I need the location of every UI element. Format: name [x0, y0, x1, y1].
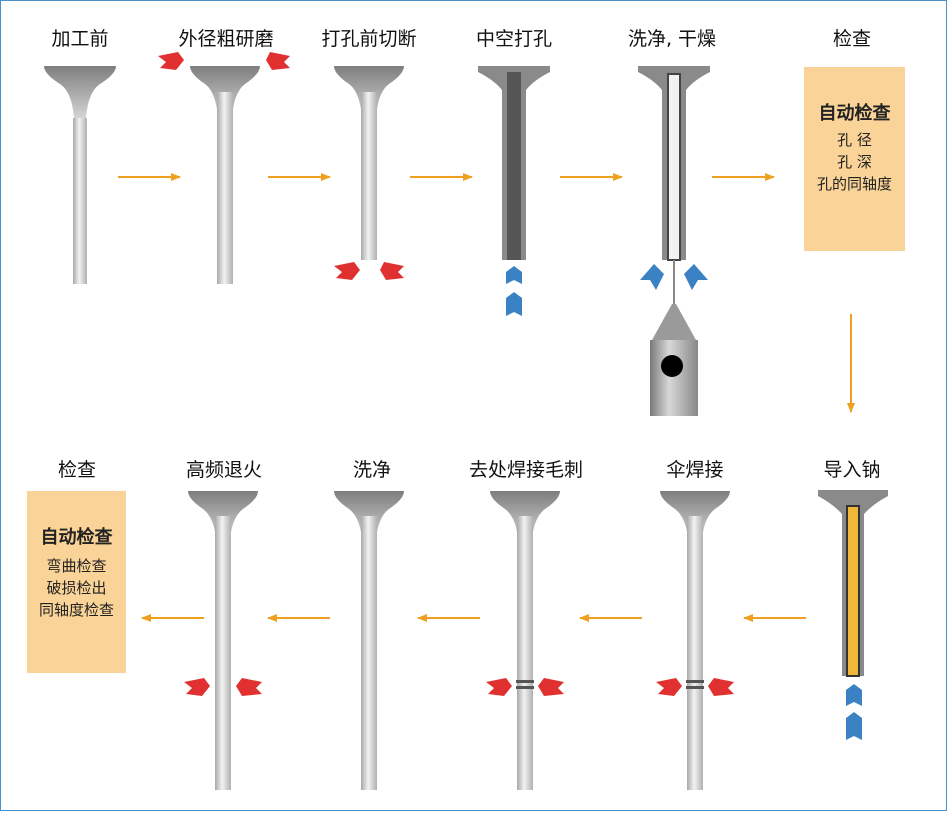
valve-welded-7 — [660, 491, 730, 790]
red-anneal-left — [184, 678, 210, 696]
valve-deburr-8 — [490, 491, 560, 790]
inspection-title: 自动检查 — [818, 103, 891, 124]
air-nozzle-body — [650, 304, 698, 416]
step-label-hf-annealing: 高频退火 — [185, 459, 263, 481]
valve-blank-1 — [44, 66, 116, 284]
inspection-item: 孔的同轴度 — [816, 175, 892, 193]
inspection-item: 同轴度检查 — [38, 601, 114, 619]
step-label-deburring: 去处焊接毛刺 — [468, 459, 584, 481]
red-cutter-right — [380, 262, 404, 280]
red-weld-left — [656, 678, 682, 696]
red-anneal-right — [236, 678, 262, 696]
blue-sodium-2 — [846, 712, 862, 740]
inspection-box-bottom: 自动检查 弯曲检查 破损检出 同轴度检查 — [27, 491, 126, 673]
step-label-inspect-top: 检查 — [832, 28, 872, 50]
step-label-wash: 洗净 — [352, 459, 392, 481]
blue-drill-2 — [506, 292, 522, 316]
blue-drill-1 — [506, 266, 522, 284]
blue-nozzle-right — [684, 264, 708, 290]
step-label-sodium-fill: 导入钠 — [823, 459, 881, 481]
step-label-before-machining: 加工前 — [51, 28, 109, 50]
step-label-inspect-bottom: 检查 — [57, 459, 97, 481]
red-grinder-right — [266, 52, 290, 70]
step-label-cut-before-drilling: 打孔前切断 — [321, 28, 417, 50]
valve-washing-5 — [638, 66, 710, 320]
valve-blank-2 — [190, 66, 260, 284]
valve-drilled-4 — [478, 66, 550, 260]
inspection-item: 破损检出 — [46, 579, 107, 597]
red-grinder-left — [158, 52, 184, 70]
valve-anneal-10 — [188, 491, 258, 790]
blue-nozzle-left — [640, 264, 664, 290]
step-label-wash-dry: 洗净, 干燥 — [627, 28, 717, 50]
inspection-title: 自动检查 — [40, 527, 113, 548]
red-cutter-left — [334, 262, 360, 280]
red-deburr-right — [538, 678, 564, 696]
step-label-rough-grinding: 外径粗研磨 — [178, 28, 274, 50]
valve-blank-3 — [334, 66, 404, 260]
valve-sodium-6 — [818, 490, 888, 677]
inspection-box-top: 自动检查 孔 径 孔 深 孔的同轴度 — [804, 67, 905, 251]
blue-sodium-1 — [846, 684, 862, 706]
step-label-hollow-drilling: 中空打孔 — [475, 28, 553, 50]
inspection-item: 弯曲检查 — [46, 557, 107, 575]
inspection-item: 孔 径 — [837, 131, 872, 149]
inspection-item: 孔 深 — [837, 153, 872, 171]
red-deburr-left — [486, 678, 512, 696]
red-weld-right — [708, 678, 734, 696]
step-label-head-welding: 伞焊接 — [666, 459, 724, 481]
valve-wash-9 — [334, 491, 404, 790]
